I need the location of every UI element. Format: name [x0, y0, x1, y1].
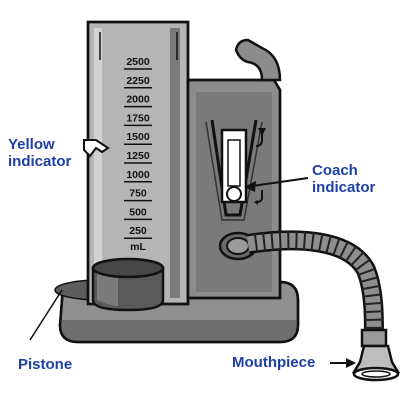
scale-label-2250: 2250	[126, 75, 150, 87]
scale-label-2500: 2500	[126, 56, 150, 68]
hose-ring	[360, 276, 379, 283]
scale-label-1500: 1500	[126, 131, 150, 143]
yellow-indicator-label-line2: indicator	[8, 153, 72, 170]
scale-label-500: 500	[129, 206, 147, 218]
scale-label-750: 750	[129, 188, 147, 200]
scale-label-2000: 2000	[126, 94, 150, 106]
piston	[91, 257, 165, 312]
scale-label-1250: 1250	[126, 150, 150, 162]
corrugated-hose	[246, 230, 384, 337]
scale-unit-label: mL	[130, 241, 146, 253]
hose-ring	[354, 258, 371, 271]
hose-ring	[339, 241, 349, 259]
hose-ring	[357, 267, 376, 276]
yellow-indicator-tab	[83, 139, 110, 158]
hose-ring	[363, 293, 382, 298]
hose-ring	[332, 238, 341, 256]
hose-ring	[350, 251, 365, 267]
hose-ring	[302, 231, 307, 250]
hose-ring	[345, 245, 357, 262]
scale-label-1750: 1750	[126, 112, 150, 124]
hose-ring	[310, 232, 315, 251]
hose-ring	[253, 233, 259, 252]
mouthpiece-label: Mouthpiece	[232, 354, 316, 371]
hose-ring	[318, 233, 324, 252]
hose-ring	[364, 310, 383, 314]
hose-ring	[364, 301, 383, 306]
hose-port	[218, 231, 258, 261]
hose-ring	[325, 235, 332, 254]
coach-indicator-label-line1: Coach	[312, 162, 358, 179]
coach-indicator-label: Coach indicator	[312, 162, 375, 196]
volume-scale: 2500 2250 2000 1750 1500 1250 1000 750 500 250 mL	[126, 56, 150, 253]
pistone-label: Pistone	[18, 356, 73, 373]
hose-ring	[262, 232, 267, 251]
callout-lines	[29, 177, 356, 368]
scale-label-1000: 1000	[126, 169, 150, 181]
hose-ring	[278, 231, 282, 250]
scale-label-250: 250	[129, 225, 147, 237]
scale-ticks	[124, 68, 152, 239]
yellow-indicator-label-line1: Yellow	[8, 136, 55, 153]
coach-indicator-label-line2: indicator	[312, 179, 376, 196]
hose-ring	[270, 232, 274, 251]
mouthpiece	[351, 328, 400, 382]
yellow-indicator-label: Yellow indicator	[8, 136, 71, 170]
hose-ring	[361, 284, 380, 291]
